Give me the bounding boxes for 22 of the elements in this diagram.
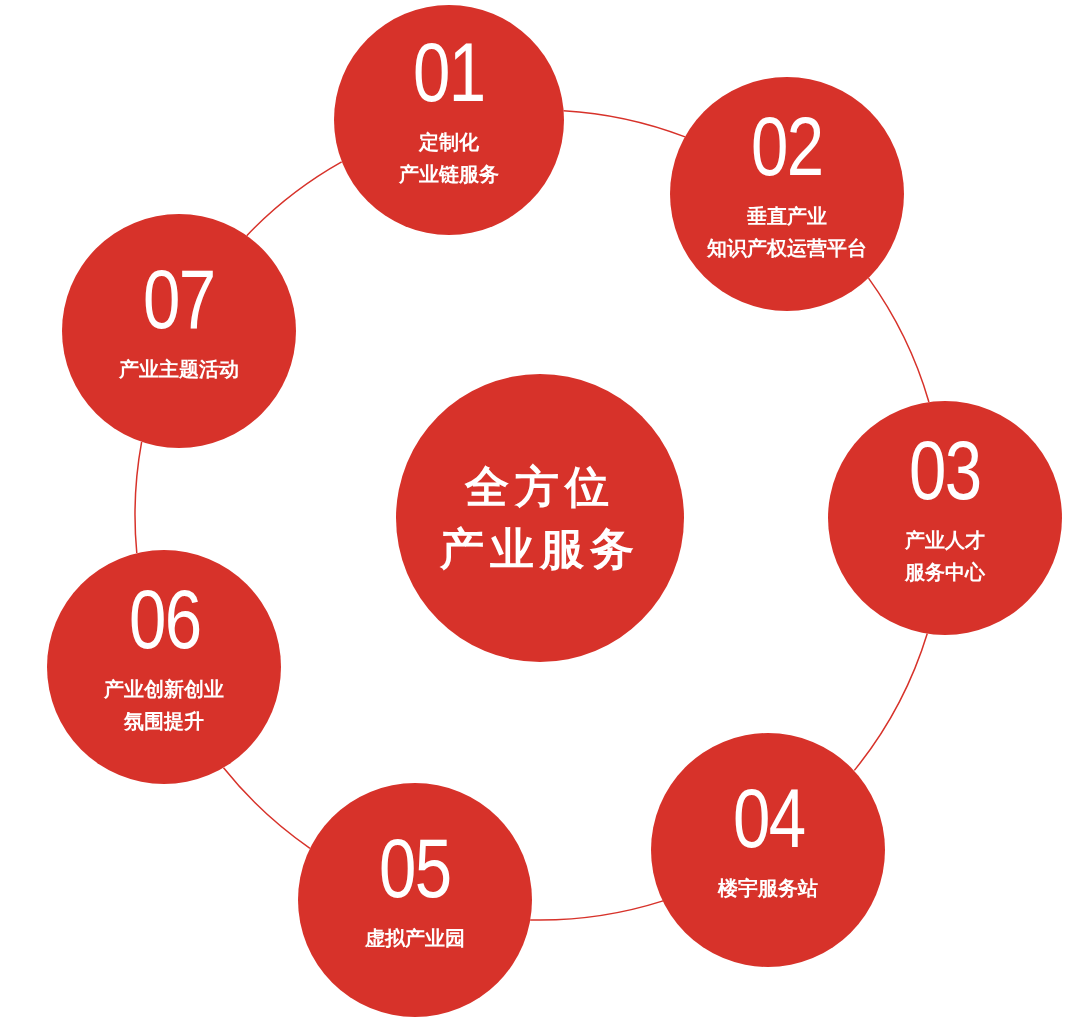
center-label: 全方位产业服务 (440, 460, 640, 576)
service-label: 定制化产业链服务 (398, 129, 499, 189)
step-number: 04 (732, 775, 804, 860)
service-label: 垂直产业知识产权运营平台 (707, 203, 868, 263)
step-number: 02 (751, 104, 823, 189)
connector-arc (853, 632, 929, 772)
service-label: 产业创新创业氛围提升 (104, 675, 225, 735)
connector-arc (867, 277, 930, 403)
service-label: 产业主题活动 (119, 356, 240, 384)
service-label: 虚拟产业园 (364, 925, 465, 953)
connector-arc (562, 109, 686, 138)
step-number: 07 (143, 257, 215, 342)
service-label: 产业人才服务中心 (905, 526, 985, 586)
step-number: 05 (379, 826, 451, 911)
connector-arc (222, 767, 311, 850)
connector-arc (134, 441, 143, 554)
connector-arc (246, 161, 343, 237)
connector-arc (529, 900, 664, 921)
step-number: 06 (128, 576, 201, 661)
service-label: 楼宇服务站 (718, 874, 819, 902)
step-number: 03 (909, 427, 981, 512)
step-number: 01 (413, 30, 485, 115)
